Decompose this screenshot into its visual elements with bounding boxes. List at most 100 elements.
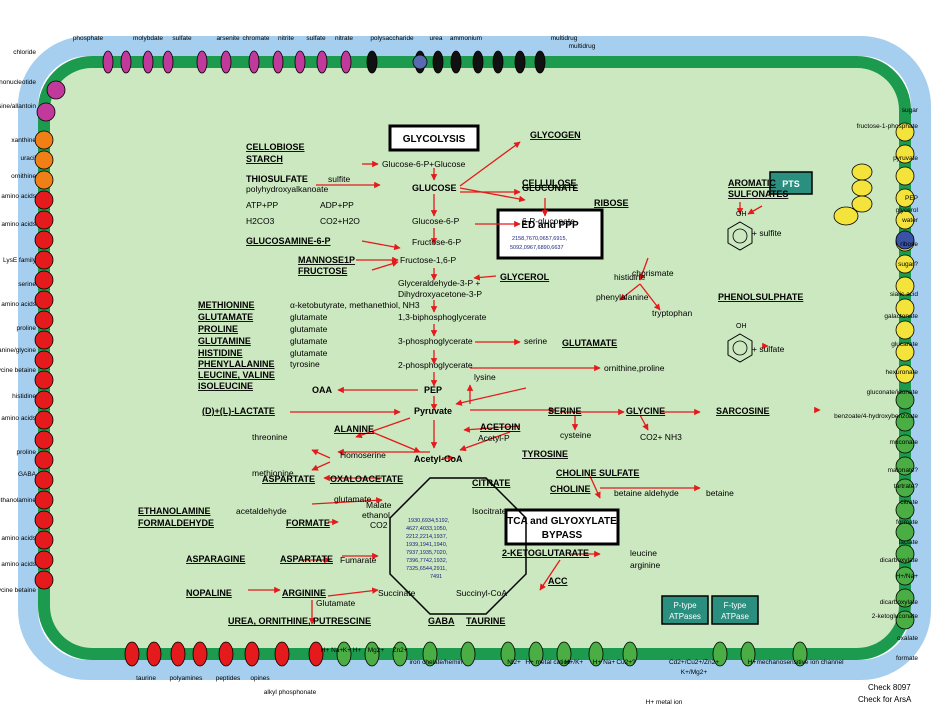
bottom-transporter — [218, 641, 234, 667]
top-transporter — [316, 50, 328, 74]
bottom-transporter — [460, 641, 476, 667]
bottom-label: Zn2+ — [393, 647, 408, 654]
met-plus-sulfite: + sulfite — [752, 228, 782, 238]
met-fumarate: Fumarate — [340, 555, 377, 565]
tca-label-2: BYPASS — [542, 530, 583, 541]
bottom-label: iron chelate/hemin — [409, 659, 462, 666]
right-label: gluconate/idonate — [867, 389, 919, 396]
met-histidine: histidine — [614, 272, 645, 282]
benzene-ring-1 — [727, 221, 753, 251]
substrate-glycerol: GLYCEROL — [500, 272, 550, 282]
top-transporter — [196, 50, 208, 74]
metabolite-labels: Glucose-6-P+Glucose sulfite polyhydroxya… — [236, 159, 785, 608]
left-transporter — [34, 450, 54, 470]
left-transporter — [34, 550, 54, 570]
bottom-transporter — [500, 641, 516, 667]
right-label: oxalate — [897, 635, 918, 642]
met-lysine: lysine — [474, 372, 496, 382]
right-label: benzoate/4-hydroxybenzoate — [834, 413, 918, 420]
top-label: nitrate — [335, 35, 353, 42]
bottom-transporter — [712, 641, 728, 667]
right-transporter — [895, 364, 915, 384]
top-transporter — [340, 50, 352, 74]
substrate-cellobiose: CELLOBIOSE — [246, 142, 305, 152]
right-transporter — [895, 210, 915, 230]
met-acetyl-p: Acetyl-P — [478, 433, 510, 443]
substrate-glycine: GLYCINE — [626, 406, 665, 416]
substrate-alanine: ALANINE — [334, 424, 374, 434]
met-sulfite: sulfite — [328, 174, 350, 184]
right-transporter — [895, 500, 915, 520]
substrate-methionine: METHIONINE — [198, 300, 255, 310]
right-label: H+/Na+ — [896, 573, 919, 580]
left-transporter — [34, 170, 54, 190]
tca-label-1: TCA and GLYOXYLATE — [507, 516, 617, 527]
bottom-label: H+ metal ion — [646, 699, 683, 706]
substrate-proline: PROLINE — [198, 324, 238, 334]
bottom-transporter — [422, 641, 438, 667]
substrate-ribose: RIBOSE — [594, 198, 629, 208]
ed-ppp-ids-1: 2158,7670,0657,6915, — [512, 236, 568, 242]
top-transporter — [162, 50, 174, 74]
right-transporter — [895, 122, 915, 142]
met-gap-2: Dihydroxyacetone-3-P — [398, 289, 482, 299]
ftype-label-1: F-type — [724, 601, 747, 610]
tca-ids-8: 7491 — [430, 574, 442, 580]
right-label: sugar — [902, 107, 919, 114]
met-tyrosine: tyrosine — [290, 359, 320, 369]
right-label: fructose-1-phosphate — [857, 123, 919, 130]
top-transporter — [142, 50, 154, 74]
met-tryptophan: tryptophan — [652, 308, 692, 318]
ed-ppp-label: ED and PPP — [521, 220, 579, 231]
tca-ids-3: 2212,2214,1937, — [406, 534, 448, 540]
substrate-aspartate-2: ASPARTATE — [280, 554, 333, 564]
right-transporter — [895, 276, 915, 296]
right-transporter — [895, 478, 915, 498]
met-succinate: Succinate — [378, 588, 416, 598]
bottom-label: H+/K+ — [565, 659, 584, 666]
bottom-label: H+ Na+ — [593, 659, 616, 666]
substrate-2-ketoglutarate: 2-KETOGLUTARATE — [502, 548, 589, 558]
pts-component — [833, 206, 859, 226]
left-label: branched chain amino acids — [0, 561, 37, 568]
ptype-label-2: ATPases — [669, 612, 701, 621]
top-transporter — [450, 50, 462, 74]
met-oh-1: OH — [736, 211, 747, 218]
right-label: sialic acid — [890, 291, 919, 298]
met-leucine: leucine — [630, 548, 657, 558]
left-transporter — [34, 230, 54, 250]
met-adp-ppi: ADP+PP — [320, 200, 354, 210]
met-serine: serine — [524, 336, 547, 346]
left-label: amino acids — [1, 535, 36, 542]
left-transporter — [34, 330, 54, 350]
met-malate: Malate — [366, 500, 392, 510]
left-label: uracil — [20, 155, 36, 162]
top-transporter — [102, 50, 114, 74]
tca-ids-4: 1939,1941,1940, — [406, 542, 448, 548]
met-pyruvate: Pyruvate — [414, 406, 452, 416]
bottom-transporter — [364, 641, 380, 667]
right-transporter — [895, 166, 915, 186]
substrate-cellulose: CELLULOSE — [522, 178, 577, 188]
substrate-aromatic-1: AROMATIC — [728, 178, 776, 188]
left-transporter — [34, 470, 54, 490]
bottom-transporter — [792, 641, 808, 667]
top-transporter — [432, 50, 444, 74]
top-transporter — [294, 50, 306, 74]
left-transporter — [36, 102, 56, 122]
met-oaa: OAA — [312, 385, 333, 395]
substrate-acc: ACC — [548, 576, 568, 586]
left-transporter — [34, 530, 54, 550]
substrate-aromatic-2: SULFONATES — [728, 189, 788, 199]
substrate-asparagine: ASPARAGINE — [186, 554, 245, 564]
left-label: GABA — [18, 471, 37, 478]
top-transporter — [272, 50, 284, 74]
left-label: ethanolamine — [0, 497, 36, 504]
left-label: amino acids/glycine betaine — [0, 587, 36, 594]
met-3pg: 3-phosphoglycerate — [398, 336, 473, 346]
met-oh-2: OH — [736, 323, 747, 330]
ptype-label-1: P-type — [673, 601, 697, 610]
bottom-transporter — [170, 641, 186, 667]
top-label: phosphate — [73, 35, 104, 42]
